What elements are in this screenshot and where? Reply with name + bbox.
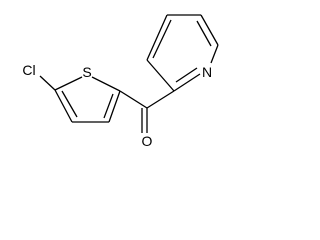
- atom-nitrogen: N: [202, 64, 212, 80]
- bond-py-c5-c6-inner: [196, 20, 212, 47]
- bond-carbonyl-pyridine: [146, 90, 175, 109]
- atom-chlorine: Cl: [22, 62, 35, 78]
- bond-c2-carbonyl: [119, 90, 148, 109]
- bond-py-c3-c4: [146, 14, 168, 61]
- bond-py-c6-n: [210, 44, 219, 64]
- bond-py-n-c2: [173, 73, 201, 92]
- bond-c5-s1: [54, 76, 83, 91]
- bond-py-c3-c4-inner: [152, 19, 172, 59]
- bond-c4-c5: [54, 89, 73, 123]
- atom-sulfur: S: [82, 64, 91, 80]
- atom-oxygen: O: [142, 133, 153, 149]
- bond-c2-c3: [108, 90, 121, 123]
- bond-py-c2-c3: [146, 59, 175, 92]
- bond-cl-c5: [39, 75, 56, 91]
- bond-c2-c3-inner: [103, 93, 114, 119]
- chemical-structure: Cl S N O: [22, 14, 219, 149]
- bond-c4-c5-inner: [61, 90, 78, 118]
- bond-py-c5-c6: [200, 14, 219, 46]
- bond-s1-c2: [91, 76, 121, 92]
- bond-py-n-c2-inner: [175, 67, 198, 83]
